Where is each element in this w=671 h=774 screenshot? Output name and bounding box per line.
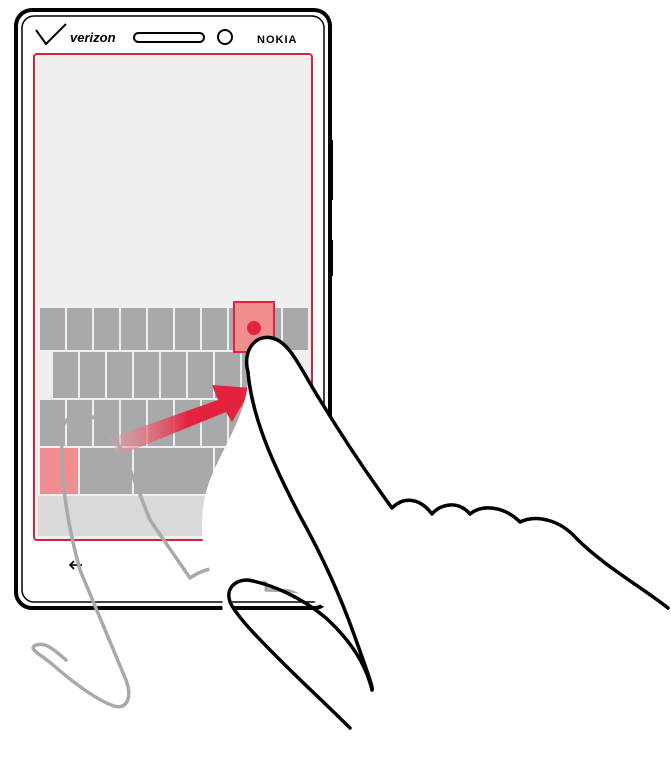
volume-button	[329, 140, 333, 200]
keyboard-key[interactable]	[121, 308, 146, 350]
power-button	[329, 240, 333, 276]
keyboard-key[interactable]	[188, 352, 213, 398]
keyboard-key[interactable]	[134, 352, 159, 398]
keyboard-key[interactable]	[53, 352, 78, 398]
keyboard-key[interactable]	[40, 448, 78, 494]
keyboard-key[interactable]	[67, 308, 92, 350]
keyboard-key[interactable]	[148, 308, 173, 350]
right-hand-fill	[202, 337, 671, 774]
keyboard-key[interactable]	[161, 352, 186, 398]
keyboard-key[interactable]	[202, 308, 227, 350]
keyboard-key[interactable]	[40, 308, 65, 350]
earpiece	[134, 33, 204, 42]
keyboard-key[interactable]	[94, 308, 119, 350]
keyboard-key[interactable]	[80, 352, 105, 398]
brand-logo: NOKIA	[257, 34, 297, 46]
keyboard-key[interactable]	[107, 352, 132, 398]
keyboard-key[interactable]	[175, 308, 200, 350]
keyboard-key[interactable]	[134, 448, 213, 494]
keyboard-key[interactable]	[67, 400, 92, 446]
touch-point-dot	[247, 321, 261, 335]
right-hand	[202, 337, 671, 774]
front-camera	[218, 30, 232, 44]
carrier-logo-text: verizon	[70, 30, 116, 45]
keyboard-key[interactable]	[283, 308, 308, 350]
